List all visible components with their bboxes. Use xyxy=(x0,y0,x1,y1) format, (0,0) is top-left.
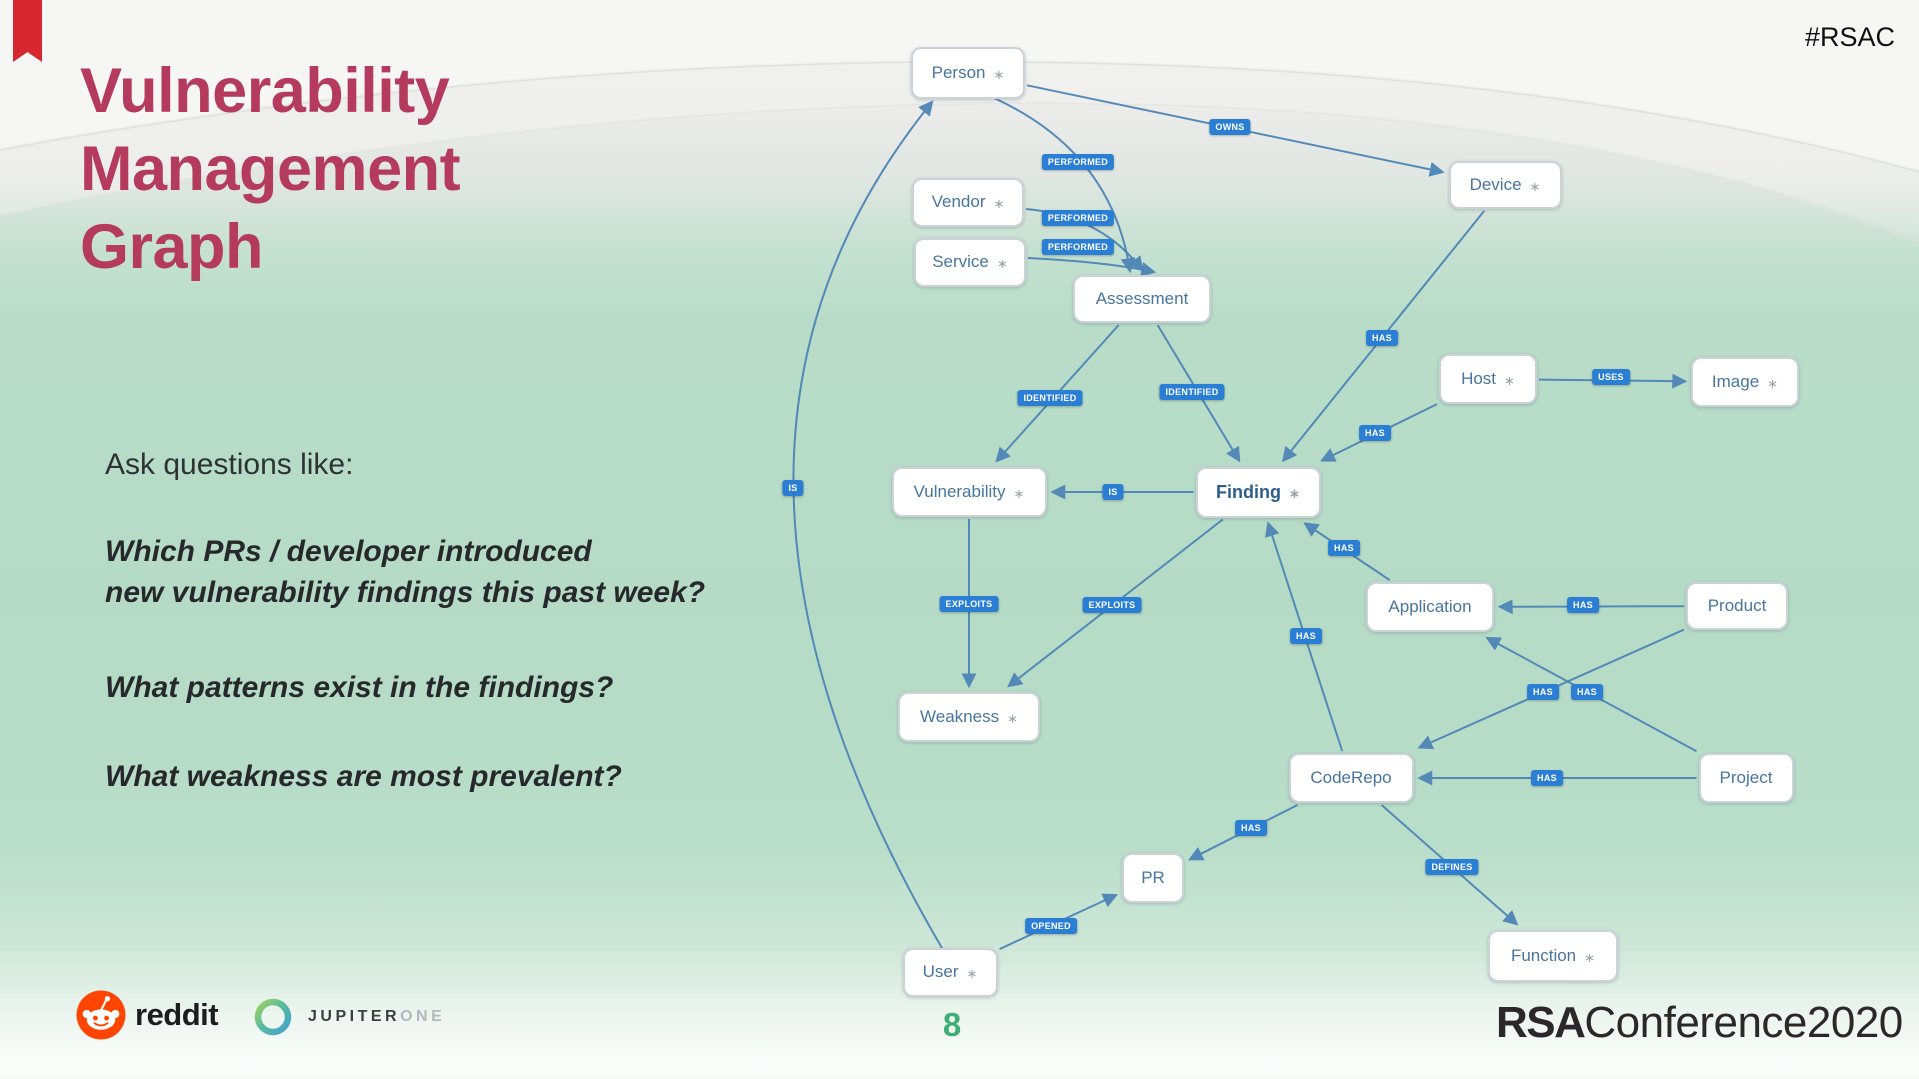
graph-node-vendor: Vendor ∗ xyxy=(912,177,1024,227)
edge-label-has: HAS xyxy=(1531,770,1563,786)
edge-label-owns: OWNS xyxy=(1209,119,1251,135)
graph-node-label: Host xyxy=(1461,369,1497,388)
graph-node-label: Finding xyxy=(1216,481,1282,502)
edge-label-identified: IDENTIFIED xyxy=(1159,384,1225,400)
edge-label-has: HAS xyxy=(1359,425,1391,441)
graph-node-service: Service ∗ xyxy=(914,237,1026,287)
edge-label-defines: DEFINES xyxy=(1425,859,1479,875)
question-2: What patterns exist in the findings? xyxy=(105,671,614,704)
graph-node-user: User ∗ xyxy=(902,947,998,997)
edge-label-exploits: EXPLOITS xyxy=(1082,597,1142,613)
node-type-icon: ∗ xyxy=(1529,178,1541,194)
edge-label-has: HAS xyxy=(1290,628,1322,644)
edge-label-is: IS xyxy=(1102,484,1124,500)
reddit-wordmark: reddit xyxy=(135,997,219,1032)
edge-label-uses: USES xyxy=(1592,369,1630,385)
rsa-logo-light: Conference2020 xyxy=(1584,998,1903,1047)
graph-node-product: Product xyxy=(1686,582,1788,630)
graph-node-label: Project xyxy=(1719,768,1773,787)
jupiterone-wordmark-bold: JUPITER xyxy=(308,1008,401,1025)
node-type-icon: ∗ xyxy=(1013,485,1025,501)
graph-node-label: Application xyxy=(1388,597,1472,616)
edge-label-has: HAS xyxy=(1235,820,1267,836)
rsa-conference-logo: RSAConference2020 xyxy=(1496,998,1903,1048)
edge-label-performed: PERFORMED xyxy=(1041,154,1115,170)
edge-label-is: IS xyxy=(782,480,804,496)
graph-node-label: Device xyxy=(1469,175,1522,194)
graph-node-label: Image xyxy=(1711,372,1760,391)
graph-node-label: Vulnerability xyxy=(913,482,1006,501)
edge-label-has: HAS xyxy=(1328,540,1360,556)
graph-node-device: Device ∗ xyxy=(1448,161,1562,209)
edge-label-performed: PERFORMED xyxy=(1041,239,1115,255)
graph-node-label: Service xyxy=(932,252,989,271)
graph-node-host: Host ∗ xyxy=(1439,354,1537,404)
edge-label-has: HAS xyxy=(1527,684,1559,700)
graph-node-function: Function ∗ xyxy=(1488,930,1618,982)
reddit-snoo-icon xyxy=(76,990,126,1040)
graph-node-label: Weakness xyxy=(920,707,1000,726)
rsa-logo-bold: RSA xyxy=(1496,998,1586,1047)
intro-text: Ask questions like: xyxy=(105,448,354,481)
node-type-icon: ∗ xyxy=(966,965,978,981)
red-ribbon-decoration xyxy=(13,0,42,62)
graph-node-vulnerability: Vulnerability ∗ xyxy=(891,467,1047,517)
slide-title-line2: Management xyxy=(80,134,461,204)
graph-node-person: Person ∗ xyxy=(911,47,1025,99)
graph-node-finding: Finding ∗ xyxy=(1195,466,1321,518)
graph-node-label: User xyxy=(922,962,959,981)
jupiterone-logo: JUPITERONE xyxy=(252,996,445,1038)
node-type-icon: ∗ xyxy=(1289,485,1300,501)
rsac-hashtag: #RSAC xyxy=(1804,22,1895,52)
edge-label-opened: OPENED xyxy=(1025,918,1077,934)
node-type-icon: ∗ xyxy=(1584,949,1596,965)
graph-node-assessment: Assessment xyxy=(1073,275,1211,323)
edge-label-performed: PERFORMED xyxy=(1041,210,1115,226)
reddit-logo: reddit xyxy=(76,990,219,1040)
graph-node-coderepo: CodeRepo xyxy=(1288,753,1414,803)
graph-node-label: Person xyxy=(931,63,986,82)
graph-node-project: Project xyxy=(1698,753,1794,803)
question-3: What weakness are most prevalent? xyxy=(105,760,622,793)
jupiterone-wordmark-light: ONE xyxy=(400,1008,446,1025)
edge-service-assessment xyxy=(1027,257,1157,277)
question-1: Which PRs / developer introduced new vul… xyxy=(105,535,706,609)
edge-label-has: HAS xyxy=(1366,330,1398,346)
node-type-icon: ∗ xyxy=(993,66,1005,82)
node-type-icon: ∗ xyxy=(993,195,1005,211)
edge-user-person xyxy=(792,100,943,949)
graph-node-application: Application xyxy=(1366,582,1494,632)
graph-node-label: CodeRepo xyxy=(1310,768,1392,787)
graph-node-label: PR xyxy=(1141,868,1165,887)
node-type-icon: ∗ xyxy=(1007,710,1018,726)
node-type-icon: ∗ xyxy=(1767,375,1779,391)
graph-node-image: Image ∗ xyxy=(1691,357,1799,407)
graph-node-label: Function xyxy=(1510,946,1577,965)
graph-node-label: Vendor xyxy=(931,192,986,211)
edge-label-identified: IDENTIFIED xyxy=(1017,390,1083,406)
graph-node-pr: PR xyxy=(1122,853,1184,903)
slide-title-line1: Vulnerability xyxy=(80,56,450,126)
node-type-icon: ∗ xyxy=(1504,372,1515,388)
edge-label-has: HAS xyxy=(1567,597,1599,613)
slide-title-line3: Graph xyxy=(80,212,264,282)
graph-node-label: Assessment xyxy=(1095,289,1189,308)
node-type-icon: ∗ xyxy=(996,255,1008,271)
slide-title: Vulnerability Management Graph xyxy=(80,52,461,286)
page-number: 8 xyxy=(942,1006,962,1043)
graph-node-weakness: Weakness ∗ xyxy=(898,692,1040,742)
jupiterone-ring-icon xyxy=(254,998,292,1036)
graph-node-label: Product xyxy=(1707,596,1767,615)
edge-label-exploits: EXPLOITS xyxy=(939,596,999,612)
edge-label-has: HAS xyxy=(1571,684,1603,700)
